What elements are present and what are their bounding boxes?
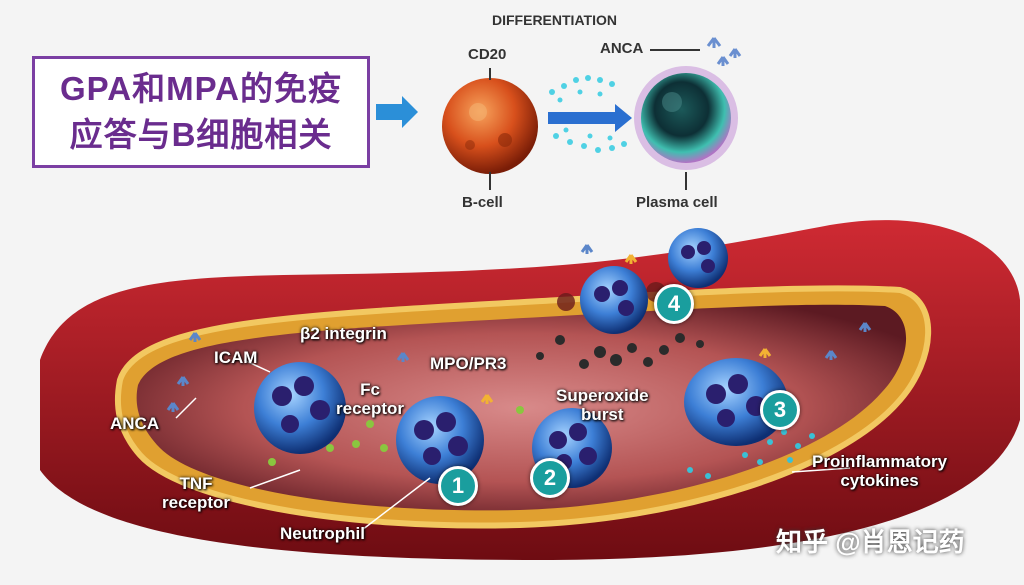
step-2-badge: 2 [530,458,570,498]
superoxide-label: Superoxide burst [556,386,649,424]
plasma-cell-label: Plasma cell [636,194,718,211]
anca-vessel-label: ANCA [110,414,160,433]
anca-top-label: ANCA [600,40,644,57]
title-callout: GPA和MPA的免疫 应答与B细胞相关 [32,56,370,168]
leader-lines [175,359,851,531]
callout-line-2: 应答与B细胞相关 [69,116,333,153]
step-4-badge: 4 [654,284,694,324]
cd20-label: CD20 [468,46,507,63]
neutrophil-icon [684,358,788,446]
differentiation-title: DIFFERENTIATION [492,12,617,28]
mpo-pr3-label: MPO/PR3 [430,354,507,373]
fc-receptor-label: Fc receptor [336,380,405,418]
arrow-icon [376,96,418,128]
icam-label: ICAM [214,348,258,367]
antibody-icon [166,244,872,412]
neutrophil-icon [254,362,346,454]
step-3-badge: 3 [760,390,800,430]
differentiation-arrow-icon [548,104,632,132]
bcell-icon [442,78,538,174]
b2-integrin-label: β2 integrin [300,324,387,343]
callout-line-1: GPA和MPA的免疫 [60,70,342,107]
tnf-receptor-label: TNF receptor [162,474,231,512]
neutrophil-label: Neutrophil [280,524,365,543]
antibody-icon [706,37,742,66]
antibody-icon [480,254,772,404]
neutrophil-icon [668,228,728,288]
watermark: 知乎 @肖恩记药 [776,527,965,557]
differentiation-stream [549,75,627,153]
neutrophil-icon [580,266,648,334]
superoxide-particles [536,333,704,369]
neutrophil-icon [396,396,484,484]
bcell-label: B-cell [462,194,503,211]
step-1-badge: 1 [438,466,478,506]
plasma-cell-icon [634,66,738,170]
cytokines-label: Proinflammatory cytokines [812,452,948,490]
